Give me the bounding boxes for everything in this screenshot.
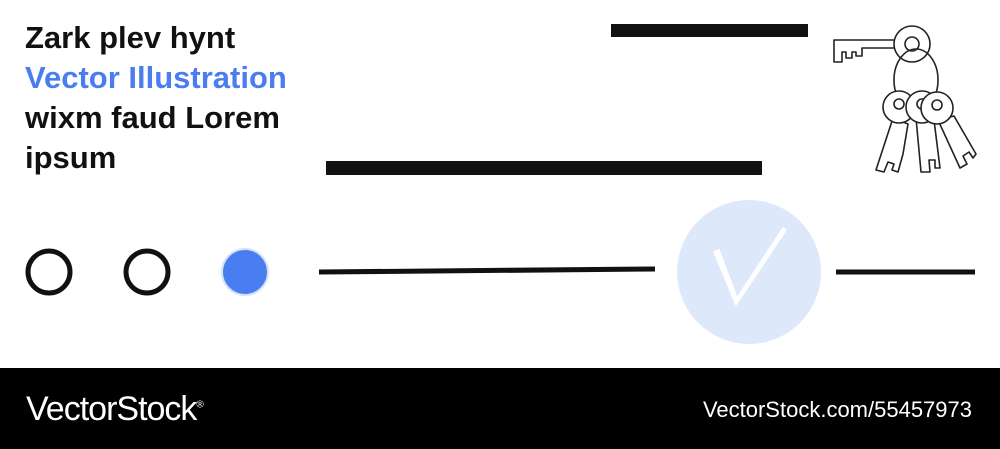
image-id-link[interactable]: VectorStock.com/55457973 (702, 397, 972, 422)
check-circle (677, 200, 821, 344)
headline-line-3: wixm faud Lorem (25, 100, 280, 135)
headline-line-1: Zark plev hynt (25, 20, 236, 55)
key-ring-icon (833, 25, 977, 173)
brand-name: VectorStock (26, 390, 197, 428)
illustration-art (25, 24, 977, 344)
radio-empty-icon[interactable] (25, 248, 73, 296)
headline-line-4: ipsum (25, 140, 117, 175)
illustration-canvas: Zark plev hynt Vector Illustration wixm … (25, 18, 977, 344)
radio-empty-icon[interactable] (123, 248, 171, 296)
bar-top (611, 24, 808, 37)
brand-registered-mark: ® (196, 399, 203, 411)
footer-bar: VectorStock® VectorStock.com/55457973 (0, 368, 1000, 449)
brand-logo[interactable]: VectorStock® (26, 390, 204, 429)
headline-line-2: Vector Illustration (25, 60, 287, 95)
bar-middle (326, 161, 762, 175)
headline: Zark plev hynt Vector Illustration wixm … (25, 18, 345, 178)
check-mark-icon (713, 227, 787, 306)
line-left (318, 266, 656, 275)
radio-filled-icon[interactable] (221, 248, 269, 296)
